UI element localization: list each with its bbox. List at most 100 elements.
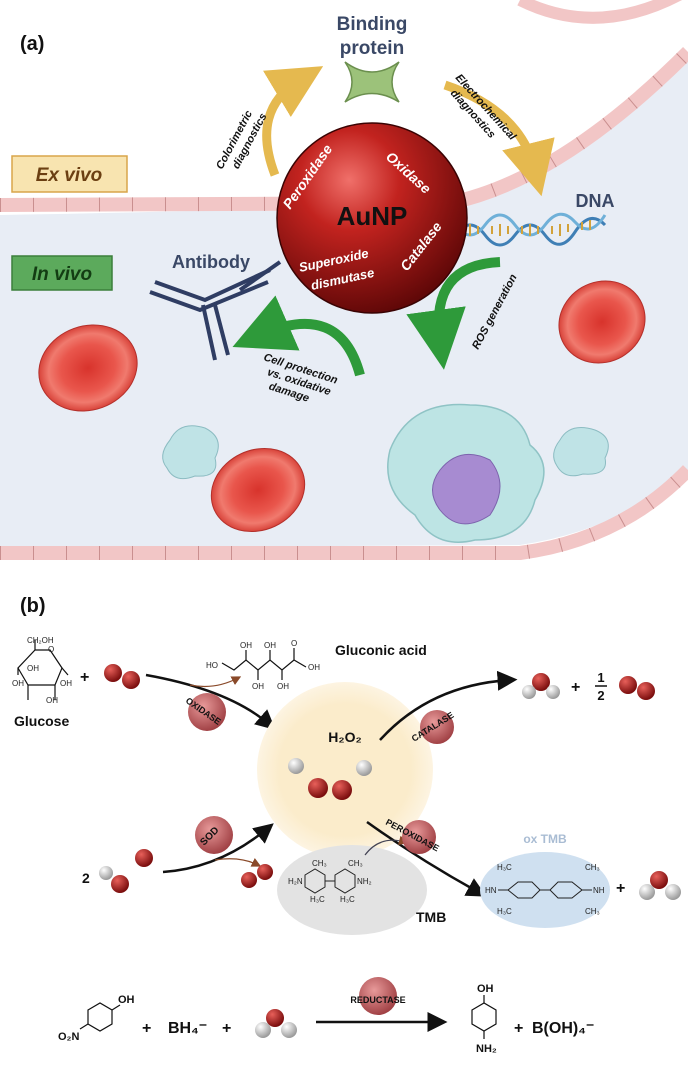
ex-vivo-label: Ex vivo xyxy=(36,165,103,186)
colorimetric-label: Colorimetric diagnostics xyxy=(214,109,269,172)
in-vivo-label: In vivo xyxy=(32,264,92,285)
red-blood-cell-icon xyxy=(210,447,306,533)
ox-tmb-atom-label: CH₃ xyxy=(585,907,600,916)
oxidase-enzyme-sphere xyxy=(188,693,226,731)
ox-tmb-atom-label: CH₃ xyxy=(585,863,600,872)
glucose-structure xyxy=(17,640,69,700)
tmb-structure xyxy=(304,868,356,894)
gluconic-atom-label: OH xyxy=(240,641,252,650)
tmb-atom-label: CH₃ xyxy=(312,859,327,868)
plus-sign: + xyxy=(222,1020,231,1037)
oxygen-molecule-icon xyxy=(619,676,655,700)
plus-sign: + xyxy=(80,669,89,686)
vessel-wall-top xyxy=(0,47,688,212)
glucose-atom-label: OH xyxy=(46,696,58,705)
red-blood-cell-icon xyxy=(38,324,138,412)
oxidase-reaction-arrow xyxy=(145,673,276,730)
sod-enzyme-sphere xyxy=(195,816,233,854)
plus-sign: + xyxy=(142,1020,151,1037)
panel-b: (b) CH₂OH O OH OH OH OH Glucose + HO OH … xyxy=(12,595,681,1055)
ex-vivo-box xyxy=(11,155,128,193)
tmb-atom-label: CH₃ xyxy=(348,859,363,868)
macrophage-icon xyxy=(387,403,545,543)
ox-tmb-structure xyxy=(498,881,592,899)
plus-sign: + xyxy=(514,1020,523,1037)
plus-sign: + xyxy=(571,679,580,696)
tmb-atom-label: H₃C xyxy=(310,895,325,904)
peroxidase-enzyme-sphere xyxy=(402,820,436,854)
borate-label: B(OH)₄⁻ xyxy=(532,1020,594,1037)
ox-tmb-label: ox TMB xyxy=(523,832,567,846)
superoxide-molecule-icon xyxy=(99,849,153,893)
oxygen-molecule-icon xyxy=(104,664,140,689)
glucose-atom-label: OH xyxy=(60,679,72,688)
vessel-wall-bottom xyxy=(0,465,688,560)
h2o2-molecule-icon xyxy=(288,758,372,800)
peroxidase-reaction-arrow xyxy=(366,820,487,897)
ox-tmb-atom-label: HN xyxy=(485,886,497,895)
h2o2-label: H₂O₂ xyxy=(328,729,361,745)
ros-generation-arrow-icon xyxy=(406,257,501,370)
gluconic-atom-label: O xyxy=(291,639,297,648)
red-blood-cell-icon xyxy=(558,280,646,364)
tmb-atom-label: H₂N xyxy=(288,877,303,886)
catalase-enzyme-sphere xyxy=(420,710,454,744)
platelet-icon xyxy=(162,425,219,480)
tmb-highlight xyxy=(277,845,427,935)
water-molecule-icon xyxy=(255,1009,297,1038)
in-vivo-box xyxy=(11,255,113,291)
vessel-wall-upper-right xyxy=(517,0,683,24)
platelet-icon xyxy=(553,427,609,477)
glucose-atom-label: CH₂OH xyxy=(27,636,54,645)
water-molecule-icon xyxy=(522,673,560,699)
gluconic-atom-label: OH xyxy=(308,663,320,672)
h2o2-highlight xyxy=(257,682,433,858)
gluconic-atom-label: OH xyxy=(277,682,289,691)
binding-protein-label-line1: Binding xyxy=(337,14,408,35)
aminophenol-atom-label: NH₂ xyxy=(476,1043,497,1055)
catalase-reaction-arrow xyxy=(379,670,518,741)
aminophenol-atom-label: OH xyxy=(477,983,494,995)
aminophenol-structure xyxy=(471,995,497,1039)
fraction-denominator: 2 xyxy=(597,688,604,703)
nitrophenol-atom-label: O₂N xyxy=(58,1031,79,1043)
gluconic-atom-label: OH xyxy=(264,641,276,650)
antibody-icon xyxy=(149,260,282,361)
glucose-atom-label: OH xyxy=(27,664,39,673)
gluconic-branch-arrow xyxy=(189,676,242,688)
panel-b-label: (b) xyxy=(20,595,46,617)
gluconic-acid-label: Gluconic acid xyxy=(335,642,427,658)
aunp-sphere xyxy=(276,122,468,314)
plus-sign: + xyxy=(616,880,625,897)
antibody-label: Antibody xyxy=(172,252,250,272)
tmb-branch-arrow xyxy=(364,835,409,856)
colorimetric-arrow-icon xyxy=(262,66,324,177)
panel-a-label: (a) xyxy=(20,33,44,55)
water-molecule-icon xyxy=(639,871,681,900)
tmb-atom-label: NH₂ xyxy=(357,877,372,886)
panel-a: (a) Binding protein Colorimetric diagnos… xyxy=(0,0,688,560)
coefficient-two: 2 xyxy=(82,870,90,886)
reductase-label: REDUCTASE xyxy=(350,995,405,1005)
borohydride-label: BH₄⁻ xyxy=(168,1020,207,1037)
cell-protection-arrow-icon xyxy=(232,295,365,377)
dna-label: DNA xyxy=(576,191,615,211)
ox-tmb-atom-label: H₃C xyxy=(497,863,512,872)
sod-branch-arrow xyxy=(214,858,262,867)
oxygen-molecule-icon xyxy=(241,864,273,888)
glucose-label: Glucose xyxy=(14,713,69,729)
glucose-atom-label: OH xyxy=(12,679,24,688)
sod-reaction-arrow xyxy=(162,823,274,874)
glucose-atom-label: O xyxy=(48,645,54,654)
electrochemical-arrow-icon xyxy=(443,80,555,197)
nitrophenol-atom-label: OH xyxy=(118,994,135,1006)
ox-tmb-atom-label: NH xyxy=(593,886,605,895)
gluconic-atom-label: OH xyxy=(252,682,264,691)
reductase-enzyme-sphere xyxy=(359,977,397,1015)
ox-tmb-atom-label: H₃C xyxy=(497,907,512,916)
binding-protein-label-line2: protein xyxy=(340,38,404,59)
tmb-label: TMB xyxy=(416,909,446,925)
binding-protein-icon xyxy=(344,61,400,103)
gluconic-atom-label: HO xyxy=(206,661,218,670)
gluconic-acid-structure xyxy=(221,648,307,680)
